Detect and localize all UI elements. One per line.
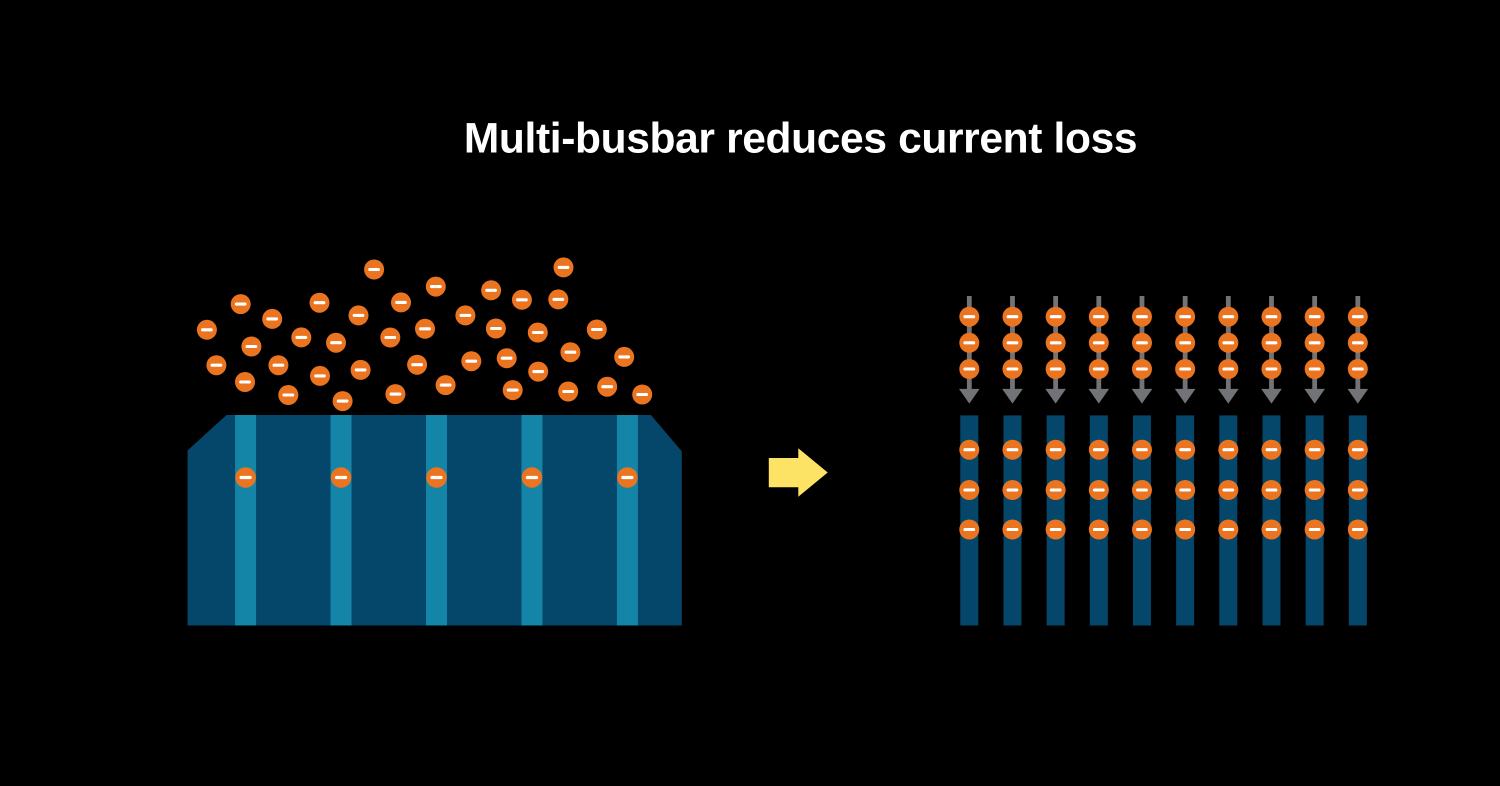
svg-text:Multi-busbar reduces current l: Multi-busbar reduces current loss: [464, 116, 1137, 163]
